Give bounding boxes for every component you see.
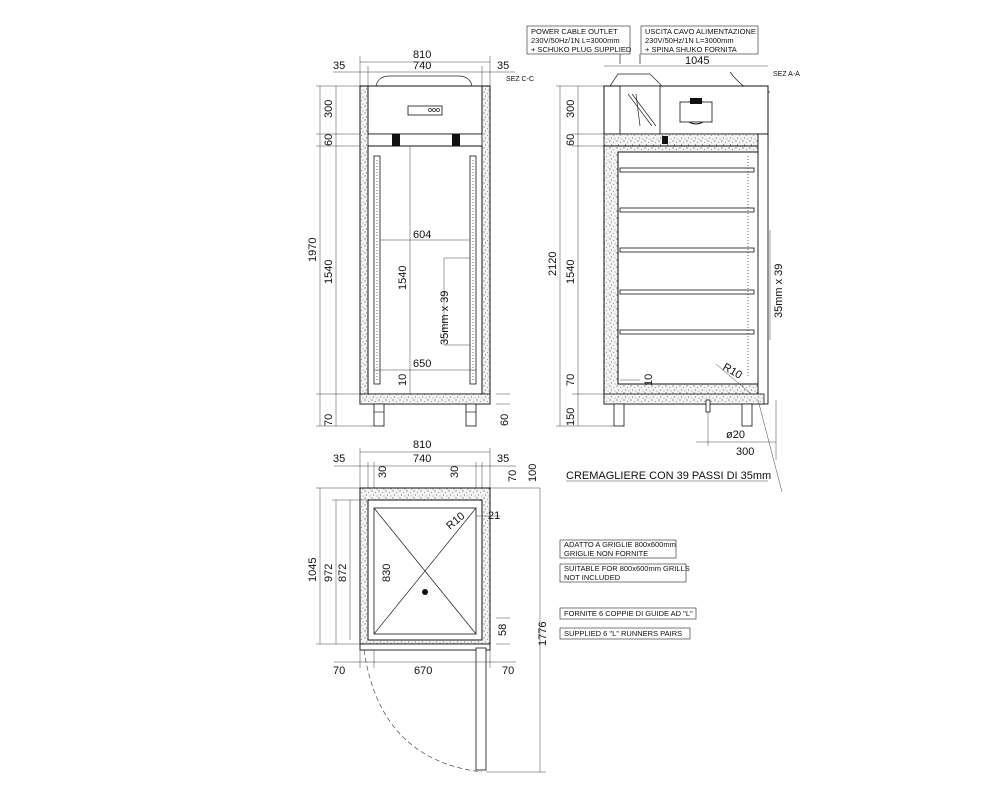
front-bottom-gap: 10 [397, 374, 409, 386]
note-en-grills-2: NOT INCLUDED [564, 573, 621, 582]
svg-text:230V/50Hz/1N L=3000mm: 230V/50Hz/1N L=3000mm [645, 36, 734, 45]
plan-inner-depth: 830 [381, 564, 393, 582]
front-grid-depth: 650 [413, 358, 431, 370]
plan-door-gap: 58 [497, 624, 509, 636]
front-view: 810 740 35 35 SEZ C-C 604 650 1540 [307, 49, 534, 427]
front-inner-height: 1540 [323, 260, 335, 284]
door-open [475, 647, 487, 771]
note-en-grills-1: SUITABLE FOR 800x600mm GRILLS [564, 564, 690, 573]
side-shelves [619, 167, 755, 335]
side-drain-diameter: ø20 [726, 429, 745, 441]
side-top-panel: 60 [565, 134, 577, 146]
plan-inner-width: 740 [413, 453, 431, 465]
drain-point [422, 589, 428, 595]
front-side-left: 35 [333, 60, 345, 72]
front-total-height: 1970 [307, 238, 319, 262]
side-runner-pitch: 35mm x 39 [773, 264, 785, 318]
drain [705, 399, 711, 413]
front-top-unit: 300 [323, 100, 335, 118]
svg-text:+ SPINA SHUKO FORNITA: + SPINA SHUKO FORNITA [645, 45, 737, 54]
section-label-aa: SEZ A-A [773, 71, 800, 78]
front-feet: 70 [323, 414, 335, 426]
front-inner-height-center: 1540 [397, 266, 409, 290]
note-it-grills-1: ADATTO A GRIGLIE 800x600mm [564, 540, 676, 549]
racks-note: CREMAGLIERE CON 39 PASSI DI 35mm [566, 470, 771, 482]
plan-top-b: 100 [527, 464, 539, 482]
plan-depth-b: 872 [337, 564, 349, 582]
front-runner-pitch: 35mm x 39 [439, 291, 451, 345]
plan-inner-right: 30 [449, 466, 461, 478]
note-it-grills-2: GRIGLIE NON FORNITE [564, 549, 648, 558]
side-bottom-insulation: 70 [565, 374, 577, 386]
front-side-right: 35 [497, 60, 509, 72]
plan-inner-left: 30 [377, 466, 389, 478]
side-feet: 150 [565, 408, 577, 426]
side-depth: 1045 [685, 55, 709, 67]
plan-small: 21 [488, 510, 500, 522]
notes: ADATTO A GRIGLIE 800x600mm GRIGLIE NON F… [559, 539, 697, 640]
note-it-runners: FORNITE 6 COPPIE DI GUIDE AD "L" [564, 609, 693, 618]
svg-text:+ SCHUKO PLUG SUPPLIED: + SCHUKO PLUG SUPPLIED [531, 45, 632, 54]
side-top-unit: 300 [565, 100, 577, 118]
plan-bottom-left: 70 [333, 665, 345, 677]
front-grid-width: 604 [413, 229, 431, 241]
plan-door-swing: 1776 [537, 622, 549, 646]
side-drain-distance: 300 [736, 446, 754, 458]
front-total-width: 810 [413, 49, 431, 61]
plan-side-right: 35 [497, 453, 509, 465]
svg-text:230V/50Hz/1N L=3000mm: 230V/50Hz/1N L=3000mm [531, 36, 620, 45]
front-bottom-right: 60 [499, 414, 511, 426]
svg-text:POWER CABLE OUTLET: POWER CABLE OUTLET [531, 27, 618, 36]
front-top-panel: 60 [323, 134, 335, 146]
plan-view: 810 740 35 35 30 30 70 100 R10 21 1045 9… [307, 439, 549, 773]
plan-door-width: 670 [414, 665, 432, 677]
side-view: 1045 SEZ A-A 10 R10 [547, 55, 800, 493]
plan-bottom-right: 70 [502, 665, 514, 677]
plan-top-a: 70 [507, 470, 519, 482]
cable-outlet-label-en: POWER CABLE OUTLET 230V/50Hz/1N L=3000mm… [526, 25, 632, 55]
side-inner-height: 1540 [565, 260, 577, 284]
side-gap: 10 [643, 374, 655, 386]
plan-total-width: 810 [413, 439, 431, 451]
plan-depth-a: 972 [323, 564, 335, 582]
plan-side-left: 35 [333, 453, 345, 465]
plan-total-depth: 1045 [307, 558, 319, 582]
section-label-cc: SEZ C-C [506, 76, 534, 83]
front-inner-width: 740 [413, 60, 431, 72]
cable-outlet-label-it: USCITA CAVO ALIMENTAZIONE 230V/50Hz/1N L… [640, 25, 759, 55]
note-en-runners: SUPPLIED 6 "L" RUNNERS PAIRS [564, 629, 682, 638]
control-panel [407, 105, 443, 116]
side-total-height: 2120 [547, 252, 559, 276]
svg-text:USCITA CAVO ALIMENTAZIONE: USCITA CAVO ALIMENTAZIONE [645, 27, 756, 36]
